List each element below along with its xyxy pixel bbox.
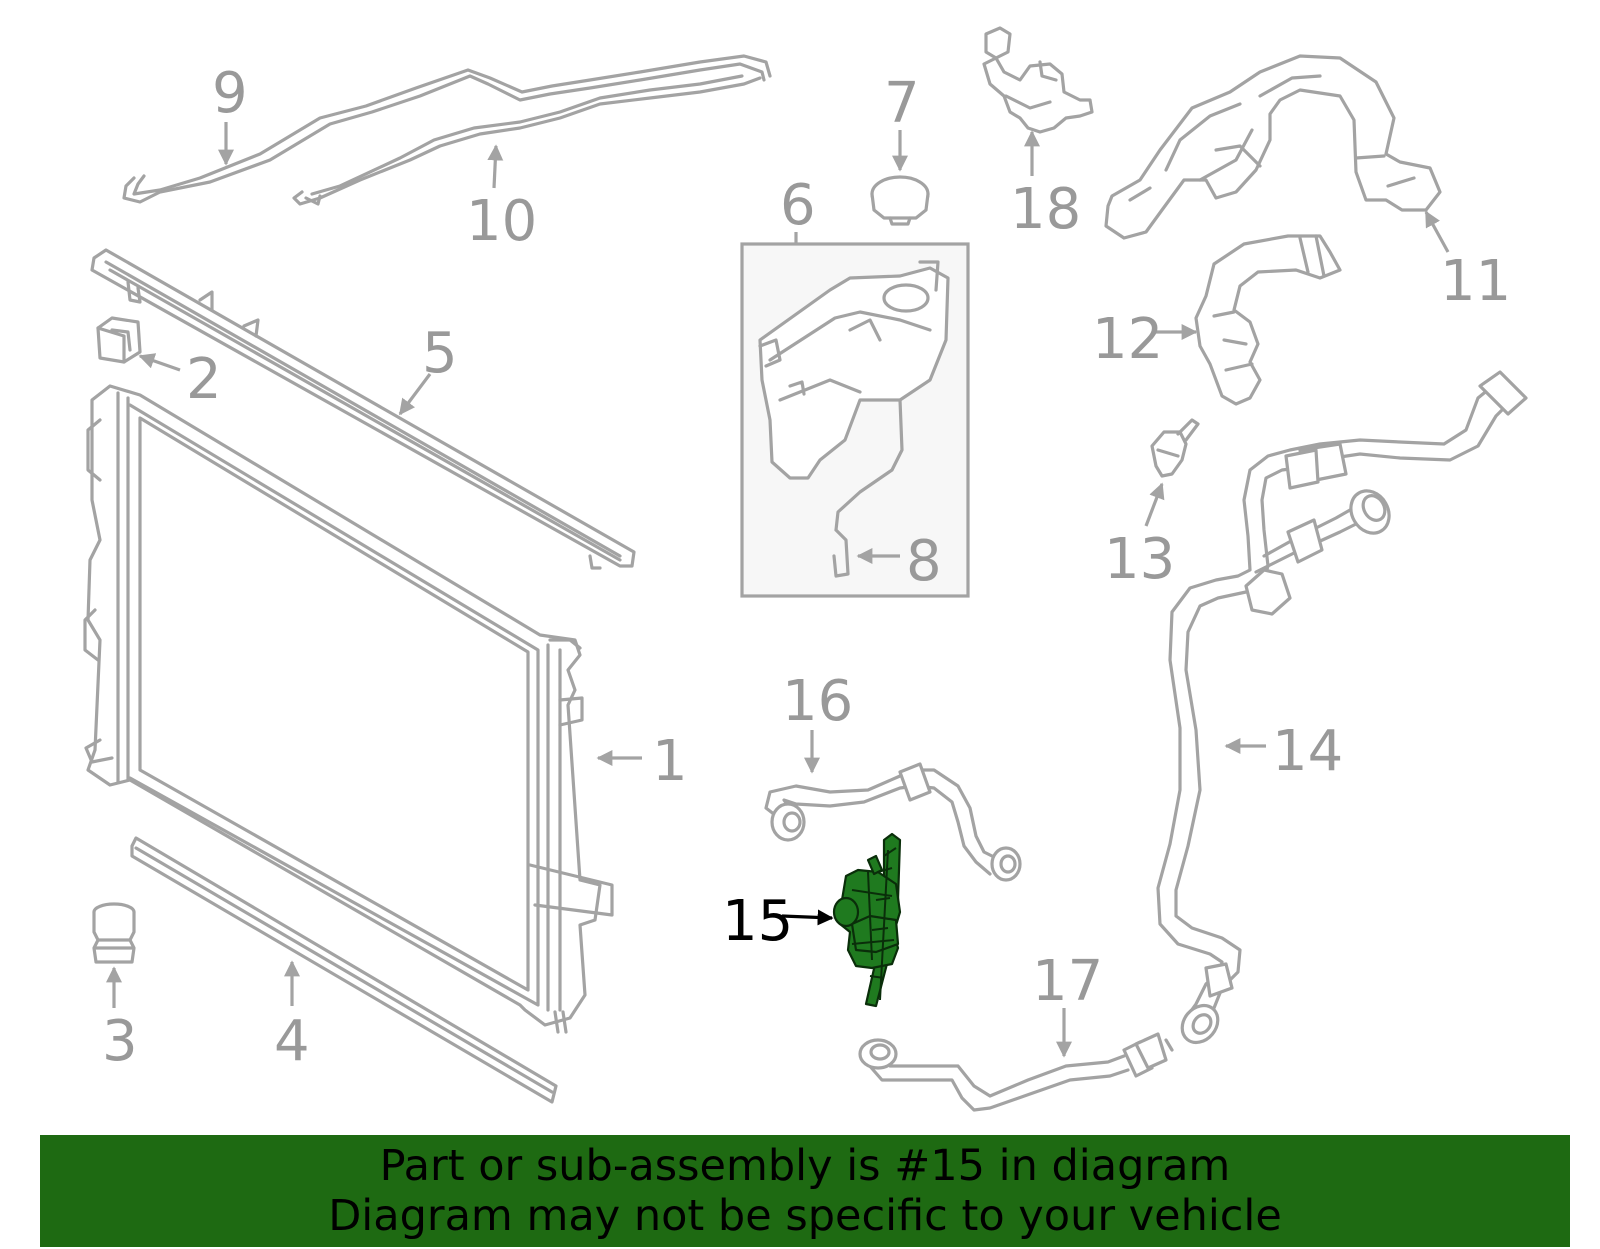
info-banner: Part or sub-assembly is #15 in diagram D… bbox=[40, 1135, 1570, 1247]
callout-17: 17 bbox=[1032, 949, 1103, 1014]
callout-14: 14 bbox=[1272, 719, 1343, 784]
bracket-part bbox=[96, 316, 142, 364]
callout-10: 10 bbox=[466, 189, 537, 254]
pump-outlet-hose-part bbox=[858, 1032, 1174, 1112]
callout-11-arrow bbox=[1424, 210, 1450, 253]
thermostat-hose-part bbox=[1194, 234, 1342, 406]
callout-5-arrow bbox=[398, 373, 432, 416]
valve-part bbox=[982, 26, 1094, 134]
callout-9: 9 bbox=[212, 61, 248, 126]
callout-13: 13 bbox=[1104, 527, 1175, 592]
radiator-part bbox=[83, 384, 614, 1034]
callout-8: 8 bbox=[906, 529, 942, 594]
cap-part bbox=[870, 175, 930, 226]
reservoir-part bbox=[758, 260, 950, 578]
pump-inlet-hose-part bbox=[764, 762, 1022, 882]
callout-4: 4 bbox=[274, 1009, 310, 1074]
upper-lines-part bbox=[122, 54, 772, 206]
callout-2: 2 bbox=[186, 347, 222, 412]
callout-5: 5 bbox=[422, 321, 458, 386]
lower-seal-part bbox=[130, 836, 558, 1104]
callout-2-arrow bbox=[138, 353, 181, 372]
callout-1: 1 bbox=[652, 729, 688, 794]
upper-hose-part bbox=[1104, 54, 1442, 240]
banner-line-2: Diagram may not be specific to your vehi… bbox=[328, 1191, 1282, 1241]
temp-sensor-part bbox=[1150, 418, 1200, 478]
callout-10-arrow bbox=[487, 144, 504, 189]
callout-6: 6 bbox=[780, 173, 816, 238]
callout-15-arrow bbox=[781, 909, 834, 926]
long-hose-part bbox=[1156, 370, 1528, 1045]
callout-15: 15 bbox=[722, 889, 793, 954]
water-pump-part-highlighted bbox=[832, 832, 902, 1008]
callout-11: 11 bbox=[1440, 249, 1511, 314]
upper-seal-part bbox=[90, 248, 636, 570]
callout-7: 7 bbox=[884, 71, 920, 136]
callout-3: 3 bbox=[102, 1009, 138, 1074]
callout-12: 12 bbox=[1092, 307, 1163, 372]
isolator-part bbox=[92, 902, 136, 964]
banner-line-1: Part or sub-assembly is #15 in diagram bbox=[379, 1141, 1231, 1191]
callout-18: 18 bbox=[1010, 177, 1081, 242]
callout-13-arrow bbox=[1144, 482, 1165, 527]
callout-16: 16 bbox=[782, 669, 853, 734]
